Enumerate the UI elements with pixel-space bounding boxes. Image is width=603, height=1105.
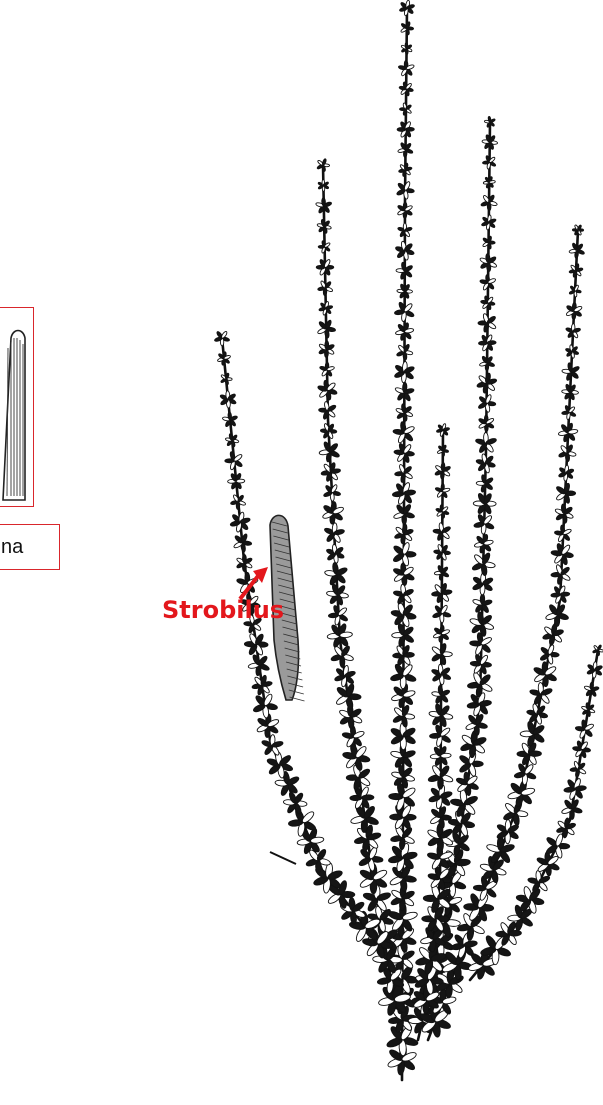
leaf-whorl bbox=[316, 158, 330, 172]
leaf-whorl bbox=[393, 401, 416, 423]
leaf-whorl bbox=[217, 388, 240, 411]
leaf-whorl bbox=[434, 503, 451, 520]
leaf-whorl bbox=[579, 701, 597, 719]
leaf-whorl bbox=[392, 541, 417, 567]
leaf-whorl bbox=[394, 199, 416, 221]
leaf-whorl bbox=[474, 452, 498, 475]
leaf-whorl bbox=[318, 497, 349, 528]
leaf-whorl bbox=[315, 378, 340, 403]
leaf-whorl bbox=[316, 178, 332, 193]
leaf-whorl bbox=[560, 773, 591, 804]
inset-detail-box bbox=[0, 307, 34, 507]
leaf-whorl bbox=[583, 659, 603, 682]
leaf-whorl bbox=[233, 551, 256, 574]
leaf-whorl bbox=[564, 343, 581, 360]
leaf-whorl bbox=[581, 680, 602, 701]
leaf-whorl bbox=[543, 600, 572, 630]
leaf-whorl bbox=[330, 661, 360, 691]
leaf-whorl bbox=[251, 691, 280, 721]
leaf-whorl bbox=[215, 349, 234, 368]
leaf-whorl bbox=[328, 641, 356, 670]
leaf-whorl bbox=[466, 609, 497, 640]
leaf-whorl bbox=[478, 212, 499, 233]
leaf-whorl bbox=[555, 483, 575, 504]
inset-leaf-drawing bbox=[0, 308, 33, 506]
leaf-whorl bbox=[529, 658, 562, 691]
leaf-whorl bbox=[400, 21, 414, 36]
leaf-whorl bbox=[390, 358, 419, 387]
strobilus-label: Strobilus bbox=[162, 596, 284, 624]
leaf-whorl bbox=[572, 716, 599, 743]
leaf-whorl bbox=[430, 622, 454, 646]
leaf-whorl bbox=[475, 412, 498, 434]
leaf-whorl bbox=[323, 542, 347, 566]
stem-branch bbox=[470, 650, 598, 980]
leaf-whorl bbox=[562, 299, 586, 322]
leaf-whorl bbox=[552, 814, 580, 842]
leaf-whorl bbox=[525, 678, 558, 710]
leaf-whorl bbox=[431, 459, 454, 482]
stem-branch bbox=[222, 338, 390, 960]
leaf-whorl bbox=[220, 373, 232, 386]
leaf-whorl bbox=[315, 338, 338, 361]
leaf-whorl bbox=[224, 432, 240, 448]
leaf-whorl bbox=[335, 682, 362, 710]
leaf-whorl bbox=[479, 295, 496, 312]
leaf-whorl bbox=[257, 731, 287, 761]
leaf-whorl bbox=[482, 236, 495, 250]
leaf-whorl bbox=[476, 251, 500, 275]
leaf-whorl bbox=[316, 218, 333, 235]
leaf-whorl bbox=[592, 643, 603, 656]
leaf-whorl bbox=[357, 844, 384, 872]
leaf-whorl bbox=[431, 643, 453, 666]
leaf-whorl bbox=[452, 769, 483, 799]
leaf-whorl bbox=[399, 41, 414, 56]
leaf-whorl bbox=[213, 328, 232, 348]
inset-caption: na bbox=[0, 524, 60, 570]
leaf-whorl bbox=[398, 80, 415, 97]
leaf-whorl bbox=[552, 501, 577, 526]
detached-twig bbox=[270, 852, 296, 864]
leaf-whorl bbox=[555, 462, 577, 484]
leaf-whorl bbox=[393, 239, 417, 263]
leaf-whorl bbox=[428, 661, 455, 687]
